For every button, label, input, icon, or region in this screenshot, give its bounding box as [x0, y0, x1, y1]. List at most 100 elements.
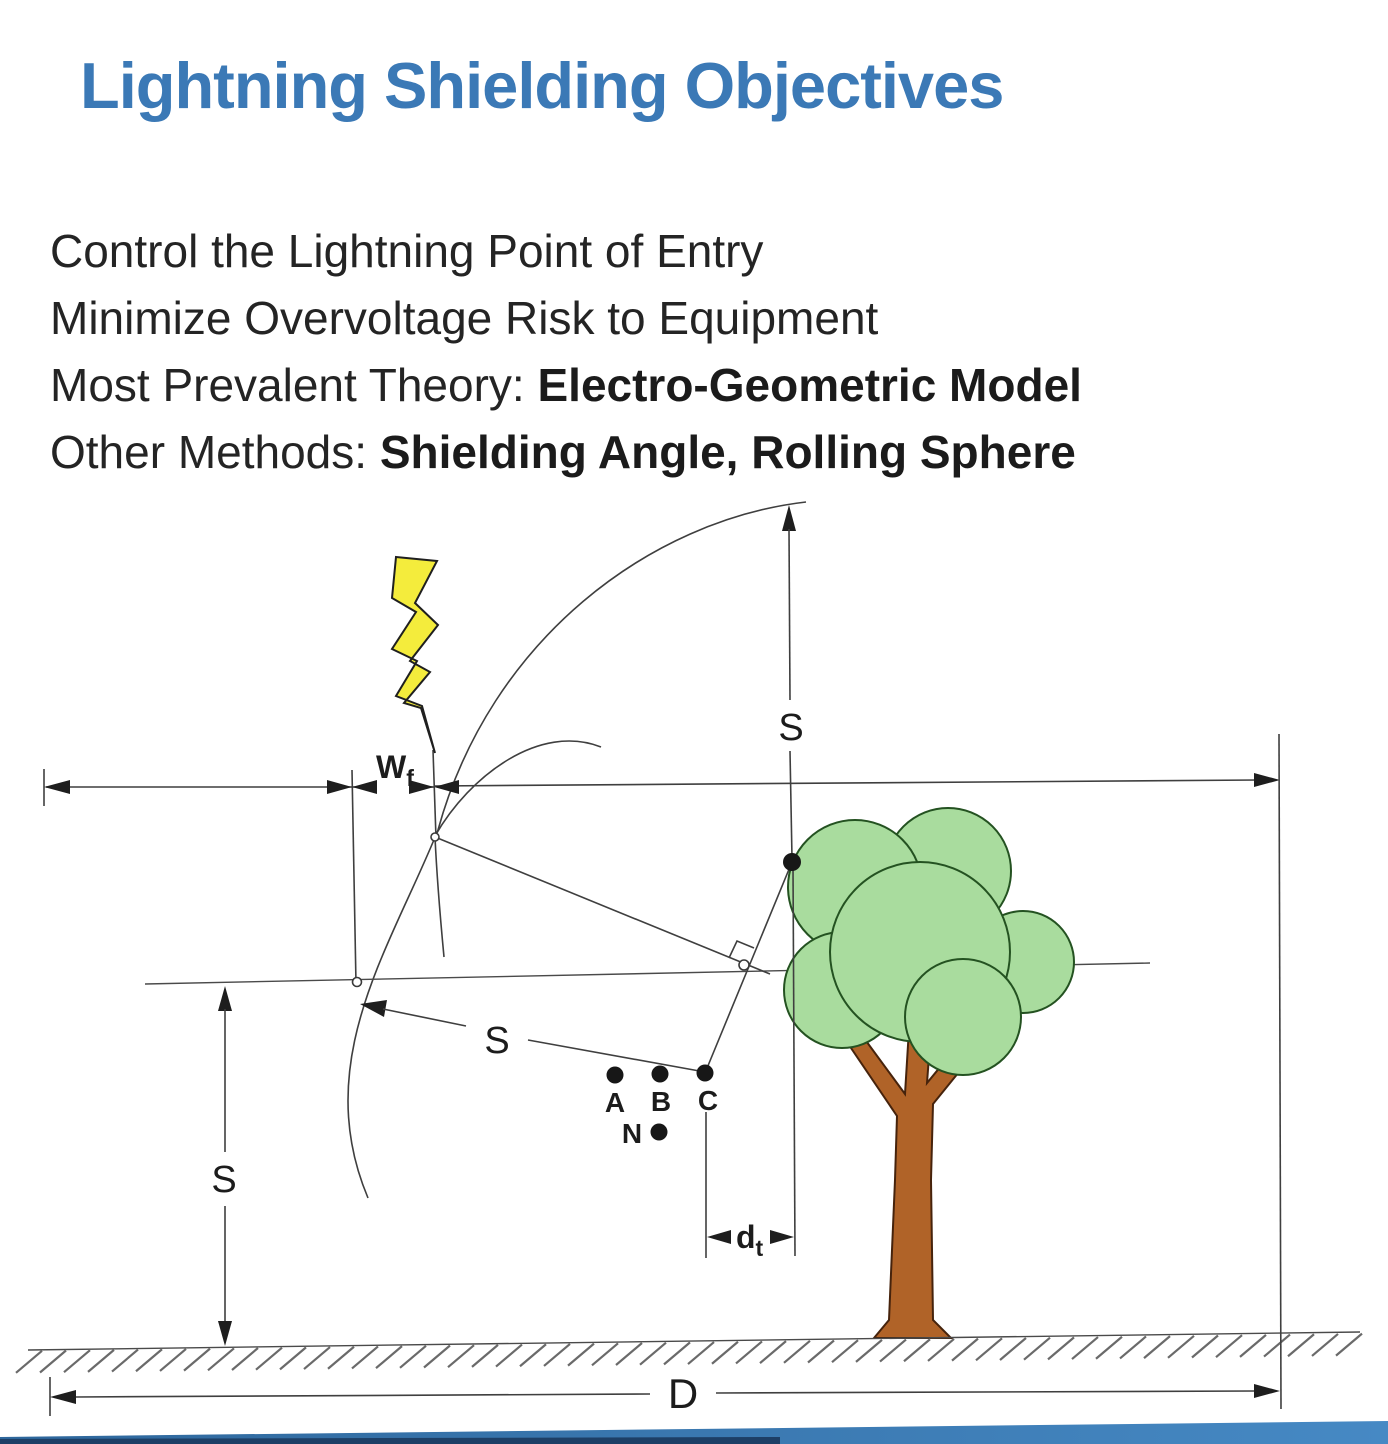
hatch-stroke — [663, 1341, 691, 1366]
s-top-label: S — [778, 707, 803, 749]
s-top-line-lower — [789, 750, 793, 859]
hatch-stroke — [735, 1340, 763, 1365]
arrowhead-wf-left — [352, 780, 377, 794]
arrowhead-s-left-up — [218, 986, 232, 1011]
point-c-dot — [696, 1064, 714, 1082]
point-a-label: A — [605, 1087, 625, 1118]
hatch-stroke — [807, 1339, 835, 1364]
d-line-a — [75, 1393, 651, 1398]
hatch-stroke — [39, 1349, 67, 1374]
hatch-stroke — [759, 1340, 787, 1364]
arrowhead-s-slant — [360, 1000, 387, 1017]
hatch-stroke — [447, 1344, 475, 1369]
point-b-label: B — [651, 1086, 671, 1117]
hatch-stroke — [15, 1349, 43, 1374]
hatch-stroke — [567, 1342, 595, 1367]
arrowhead-s-top — [782, 505, 796, 531]
bullet-text: Minimize Overvoltage Risk to Equipment — [50, 292, 879, 344]
hatch-stroke — [1023, 1336, 1051, 1361]
hatch-stroke — [1119, 1335, 1147, 1360]
bullet-list: Control the Lightning Point of Entry Min… — [50, 218, 1360, 486]
bullet-line: Most Prevalent Theory: Electro-Geometric… — [50, 352, 1360, 419]
bullet-text-bold: Shielding Angle, Rolling Sphere — [379, 426, 1076, 478]
arc-groundline-junction — [351, 976, 363, 988]
s-top-line-upper — [788, 528, 791, 701]
right-angle-marker — [728, 939, 755, 959]
hatch-stroke — [399, 1344, 427, 1369]
hatch-stroke — [63, 1349, 91, 1374]
tree-foliage — [783, 807, 1075, 1076]
hatch-stroke — [111, 1348, 139, 1373]
hatch-stroke — [423, 1344, 451, 1369]
hatch-stroke — [975, 1337, 1003, 1362]
tree-trunk — [847, 1028, 965, 1339]
hatch-stroke — [279, 1346, 307, 1371]
hatch-stroke — [687, 1341, 715, 1365]
hatch-stroke — [639, 1341, 667, 1366]
arrowhead-s-left-down — [218, 1321, 232, 1346]
rolling-sphere-arc-inner-lower — [434, 836, 445, 958]
arrowhead-dt-right — [770, 1230, 794, 1244]
hatch-stroke — [903, 1338, 931, 1363]
hatch-stroke — [135, 1348, 163, 1373]
hatch-stroke — [831, 1339, 859, 1364]
hatch-stroke — [999, 1337, 1027, 1361]
hatch-stroke — [207, 1347, 235, 1372]
bullet-line: Minimize Overvoltage Risk to Equipment — [50, 285, 1360, 352]
hatch-stroke — [855, 1339, 883, 1363]
hatch-stroke — [1215, 1334, 1243, 1359]
s-slant-label: S — [484, 1020, 509, 1062]
hatch-stroke — [375, 1345, 403, 1369]
hatch-stroke — [543, 1343, 571, 1367]
point-n-label: N — [622, 1118, 642, 1149]
arrowhead-right-end — [1254, 773, 1280, 787]
arrowhead-left-end — [44, 780, 70, 794]
arrowhead-dt-left — [707, 1230, 731, 1244]
hatch-stroke — [1095, 1335, 1123, 1360]
hatch-stroke — [951, 1337, 979, 1362]
wf-right-tick-dropline — [432, 749, 437, 839]
hatch-stroke — [1143, 1335, 1171, 1359]
wf-left-tick-dropline — [351, 769, 357, 985]
foliage-circle — [904, 958, 1022, 1076]
hatch-stroke — [1047, 1336, 1075, 1361]
hatch-stroke — [1335, 1332, 1363, 1357]
hatch-stroke — [1287, 1333, 1315, 1358]
hatch-stroke — [1263, 1333, 1291, 1358]
lightning-bolt-icon — [390, 555, 440, 754]
arrowhead-d-left — [50, 1390, 76, 1404]
dim-right-segment — [433, 779, 1259, 787]
s-slant-line-b — [527, 1039, 706, 1073]
point-c-label: C — [698, 1085, 718, 1116]
hatch-stroke — [711, 1340, 739, 1365]
hatch-stroke — [591, 1342, 619, 1367]
arrowhead-into-wf-tick1 — [327, 780, 352, 794]
bullet-line: Other Methods: Shielding Angle, Rolling … — [50, 419, 1360, 486]
s-left-label: S — [211, 1159, 236, 1201]
ground-hatch — [15, 1332, 1363, 1374]
hatch-stroke — [495, 1343, 523, 1368]
arrowhead-wf-right — [409, 780, 434, 794]
perpendicular-junction — [738, 959, 750, 971]
point-a-dot — [606, 1066, 624, 1084]
hatch-stroke — [1191, 1334, 1219, 1359]
dt-right-tick-line — [792, 865, 796, 1257]
bullet-text: Most Prevalent Theory: — [50, 359, 538, 411]
bullet-text-bold: Electro-Geometric Model — [537, 359, 1082, 411]
bullet-text: Other Methods: — [50, 426, 380, 478]
tree — [783, 807, 1075, 1339]
dt-label: dt — [736, 1219, 764, 1261]
s-slant-line-a — [382, 1008, 467, 1027]
hatch-stroke — [183, 1347, 211, 1372]
hatch-stroke — [783, 1339, 811, 1364]
hatch-stroke — [159, 1348, 187, 1372]
hatch-stroke — [87, 1349, 115, 1373]
hatch-stroke — [471, 1344, 499, 1368]
tree-contact-dot — [783, 853, 801, 871]
hatch-stroke — [1239, 1334, 1267, 1358]
hatch-stroke — [303, 1346, 331, 1370]
strike-to-perpendicular-line — [434, 836, 771, 975]
bottom-accent-bar-dark-edge — [0, 1437, 780, 1444]
